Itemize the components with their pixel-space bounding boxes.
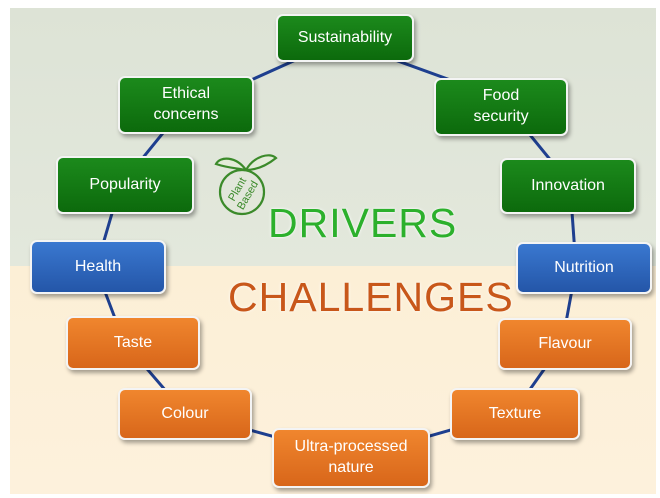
drivers-heading: DRIVERS xyxy=(268,200,458,246)
node-taste-label: Taste xyxy=(113,333,153,351)
node-texture: Texture xyxy=(450,388,580,440)
node-ultra-processed-label: Ultra-processed nature xyxy=(294,438,408,476)
node-colour-label: Colour xyxy=(161,404,209,422)
challenges-heading: CHALLENGES xyxy=(228,274,514,320)
node-popularity: Popularity xyxy=(56,156,194,214)
node-nutrition-label: Nutrition xyxy=(554,258,614,276)
node-food-security: Food security xyxy=(434,78,568,136)
node-ethical-concerns: Ethical concerns xyxy=(118,76,254,134)
node-ethical-concerns-label: Ethical concerns xyxy=(153,85,219,123)
node-food-security-label: Food security xyxy=(473,87,529,125)
node-popularity-label: Popularity xyxy=(89,175,161,193)
node-sustainability: Sustainability xyxy=(276,14,414,62)
node-sustainability-label: Sustainability xyxy=(297,28,393,46)
node-colour: Colour xyxy=(118,388,252,440)
node-taste: Taste xyxy=(66,316,200,370)
node-health: Health xyxy=(30,240,166,294)
node-health-label: Health xyxy=(74,257,122,275)
node-texture-label: Texture xyxy=(488,404,542,422)
node-flavour-label: Flavour xyxy=(538,334,592,352)
diagram-frame: Plant Based DRIVERS CHALLENGES Sustainab… xyxy=(10,8,656,494)
node-innovation: Innovation xyxy=(500,158,636,214)
node-innovation-label: Innovation xyxy=(531,176,605,194)
node-flavour: Flavour xyxy=(498,318,632,370)
node-nutrition: Nutrition xyxy=(516,242,652,294)
plant-based-logo: Plant Based xyxy=(214,154,278,216)
node-ultra-processed: Ultra-processed nature xyxy=(272,428,430,488)
